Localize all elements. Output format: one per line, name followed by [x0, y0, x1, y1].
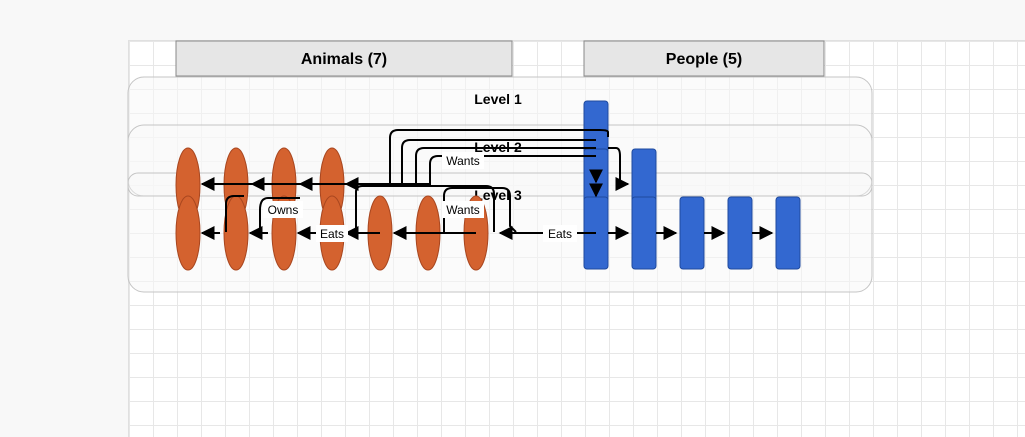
level-3-lane[interactable] — [127, 172, 873, 197]
edge[interactable] — [344, 129, 609, 191]
animal-node[interactable] — [175, 195, 201, 271]
edge[interactable] — [225, 195, 244, 232]
edge-labels: Wants Wants Owns Eats Eats — [263, 152, 577, 242]
edge[interactable] — [443, 187, 517, 233]
animal-node[interactable] — [223, 195, 249, 271]
person-node[interactable] — [631, 196, 657, 270]
edge[interactable] — [355, 185, 495, 232]
person-node[interactable] — [775, 196, 801, 270]
column-header-animals-label: Animals (7) — [301, 51, 387, 68]
people-nodes — [583, 100, 801, 270]
person-node[interactable] — [727, 196, 753, 270]
edge-label-owns[interactable]: Owns — [268, 203, 299, 217]
edge[interactable] — [608, 147, 630, 191]
edge[interactable] — [298, 139, 596, 191]
edge-label-eats[interactable]: Eats — [320, 227, 344, 241]
edge-label-eats[interactable]: Eats — [548, 227, 572, 241]
edge[interactable] — [250, 147, 596, 191]
column-header-people[interactable]: People (5) — [583, 40, 825, 77]
edge-label-wants[interactable]: Wants — [446, 154, 480, 168]
edges — [200, 129, 774, 240]
column-header-animals[interactable]: Animals (7) — [175, 40, 513, 77]
edge[interactable] — [259, 197, 300, 232]
level-1-label: Level 1 — [474, 91, 522, 107]
person-node[interactable] — [679, 196, 705, 270]
edge[interactable] — [200, 155, 596, 191]
edge-label-wants[interactable]: Wants — [446, 203, 480, 217]
animal-nodes-bottom — [175, 195, 489, 271]
column-header-people-label: People (5) — [666, 51, 742, 68]
